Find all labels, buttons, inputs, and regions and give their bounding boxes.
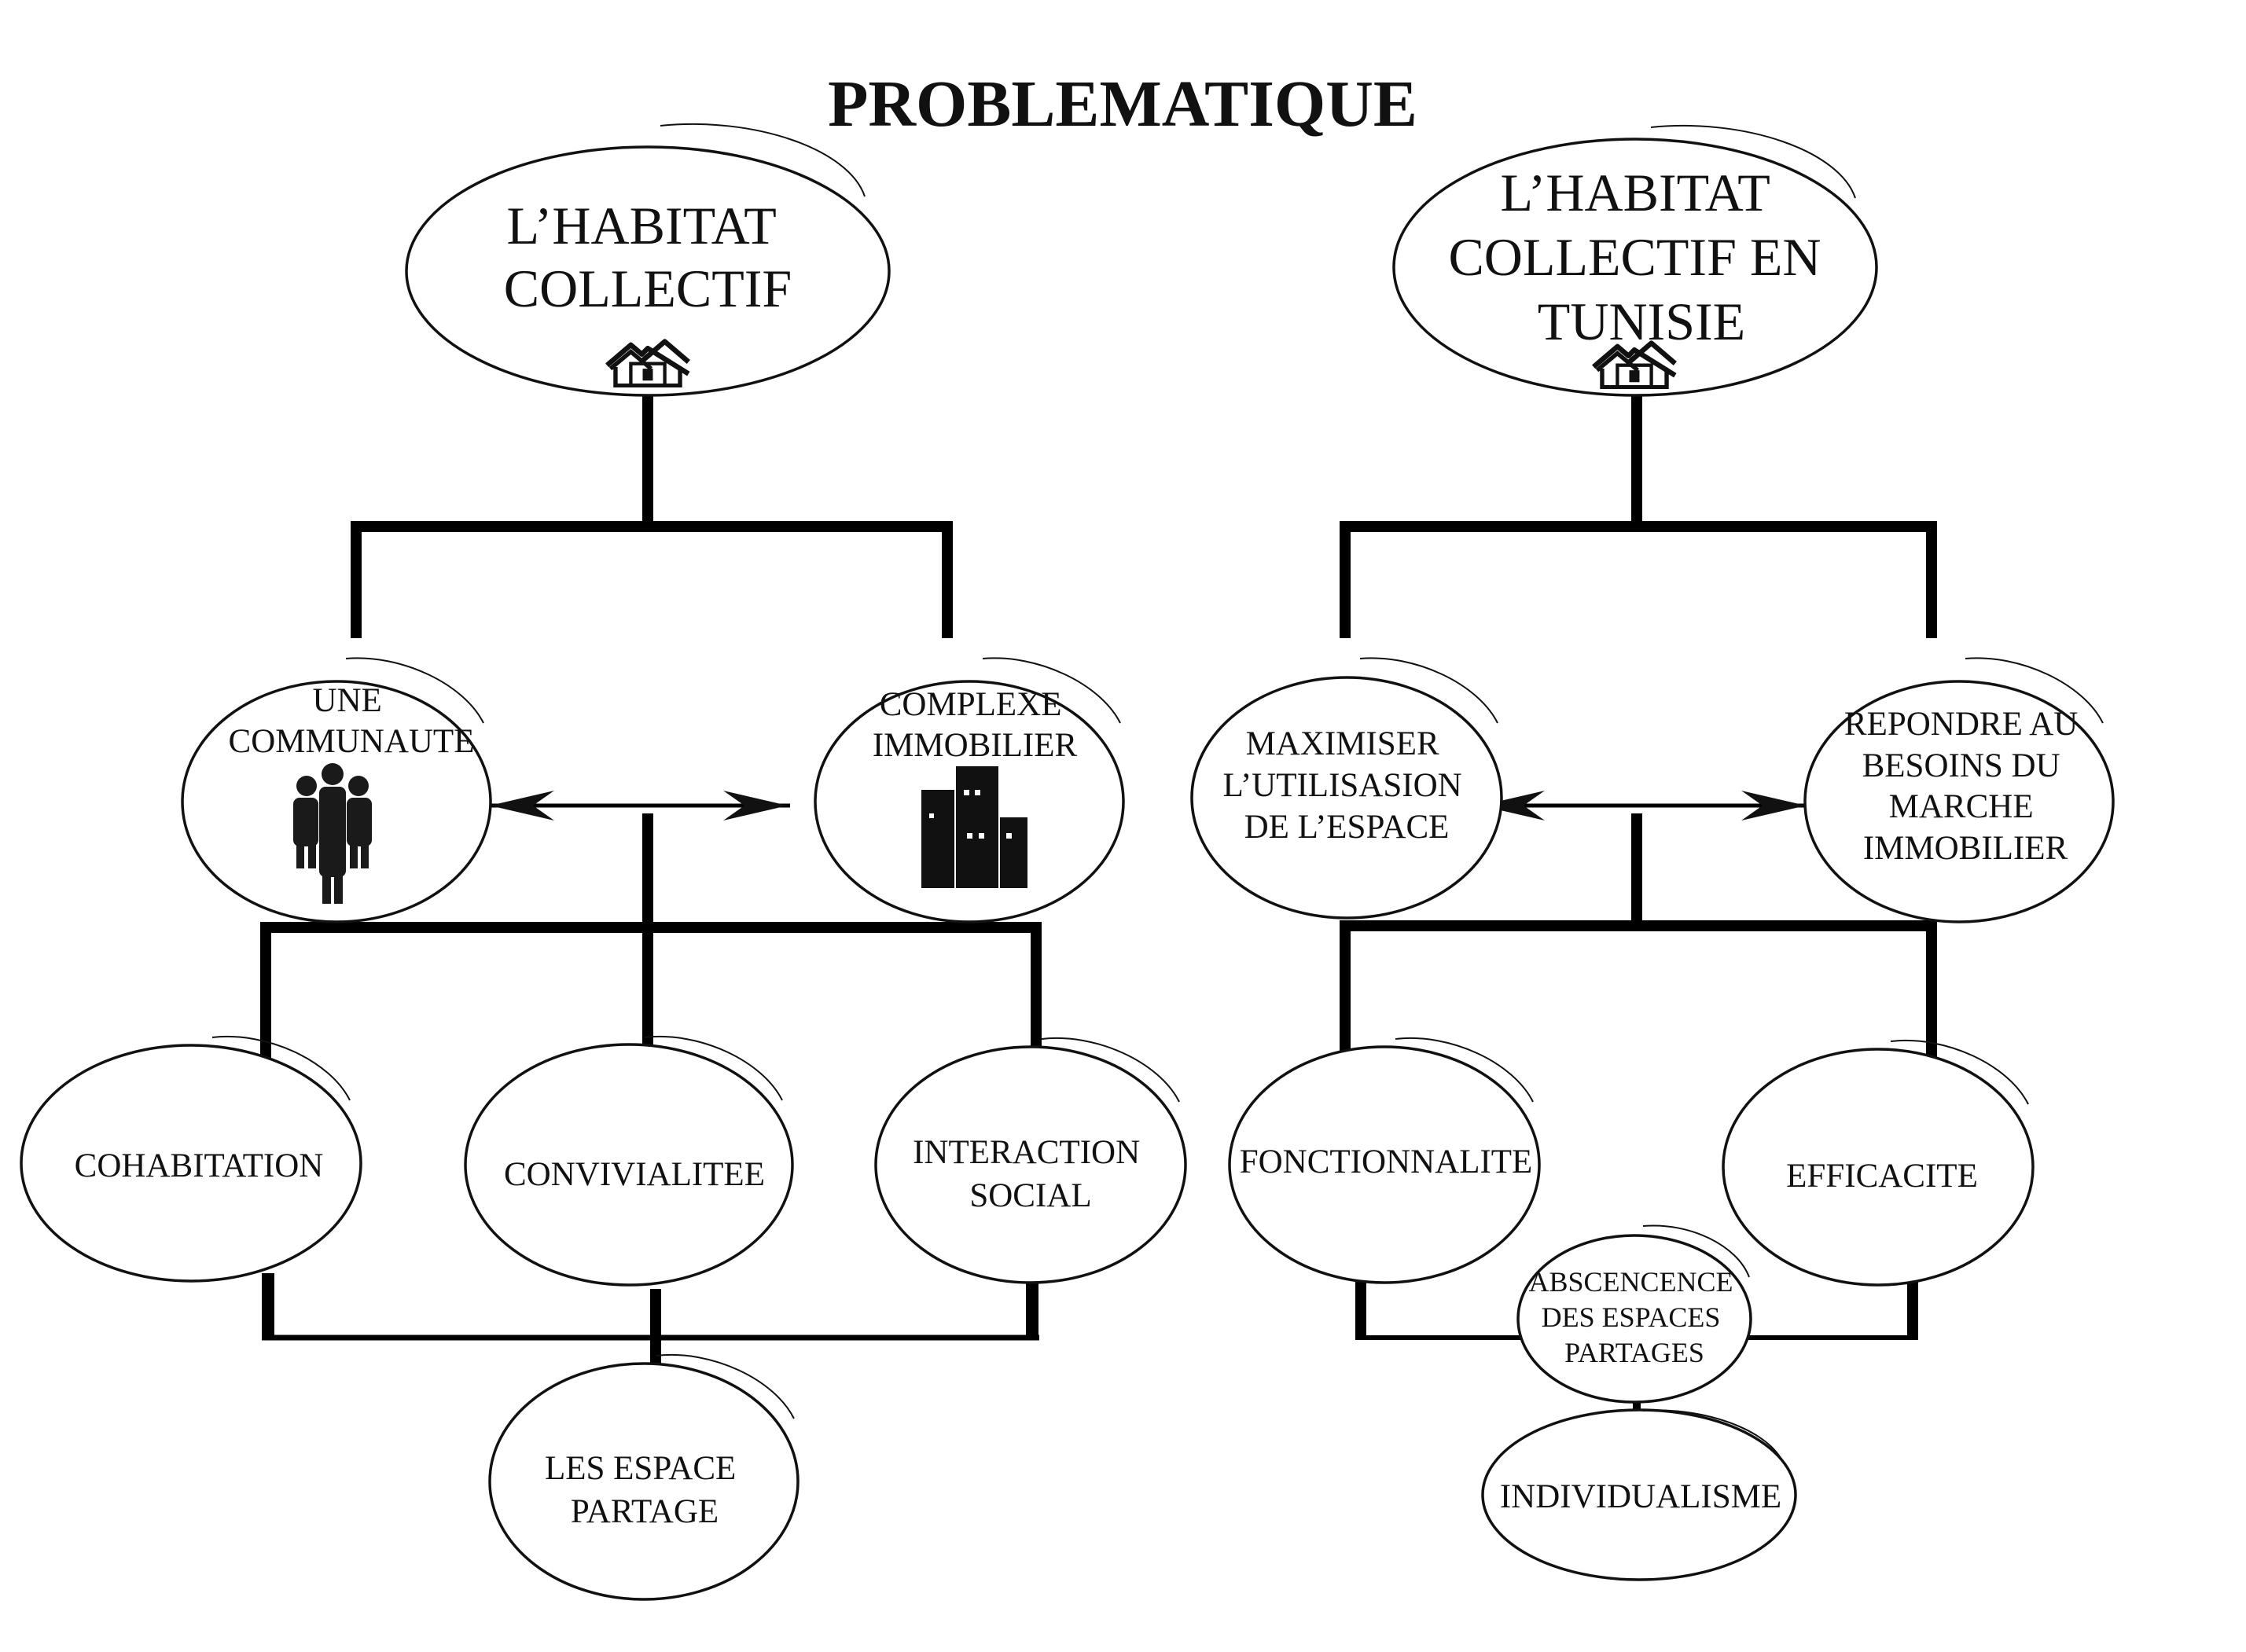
right-node-maximiser-label: MAXIMISER L’UTILISASION DE L’ESPACE [1223,725,1471,846]
left-node-interaction: INTERACTION SOCIAL [874,1037,1187,1284]
right-node-repondre: REPONDRE AU BESOINS DU MARCHE IMMOBILIER [1803,657,2115,923]
left-node-communaute: UNE COMMUNAUTE [181,657,492,923]
left-root-label: L’HABITAT COLLECTIF [504,196,792,318]
left-root-node: L’HABITAT COLLECTIF [405,123,891,397]
right-node-abscence-label: ABSCENCENCE DES ESPACES PARTAGES [1528,1266,1740,1368]
left-node-espace-partage: LES ESPACE PARTAGE [488,1354,800,1601]
right-node-fonctionnalite-label: FONCTIONNALITE [1240,1144,1533,1180]
right-node-efficacite-label: EFFICACITE [1786,1158,1978,1195]
left-connectors [260,393,1042,1371]
left-node-complexe: COMPLEXE IMMOBILIER [814,657,1125,923]
left-node-espace-partage-label: LES ESPACE PARTAGE [545,1450,744,1530]
buildings-icon [921,766,1027,888]
right-node-individualisme-label: INDIVIDUALISME [1500,1478,1781,1515]
right-node-efficacite: EFFICACITE [1722,1040,2035,1287]
left-node-cohabitation-label: COHABITATION [75,1147,324,1184]
diagram-title: PROBLEMATIQUE [828,68,1417,141]
left-node-communaute-label: UNE COMMUNAUTE [229,682,475,760]
left-node-interaction-label: INTERACTION SOCIAL [913,1134,1149,1214]
right-root-node: L’HABITAT COLLECTIF EN TUNISIE [1392,124,1878,397]
right-node-repondre-label: REPONDRE AU BESOINS DU MARCHE IMMOBILIER [1844,706,2086,867]
people-group-icon [293,763,372,904]
left-node-convivialitee-label: CONVIVIALITEE [504,1156,765,1193]
right-connectors [1340,393,1937,1430]
left-node-convivialitee: CONVIVIALITEE [464,1036,794,1287]
right-node-abscence: ABSCENCENCE DES ESPACES PARTAGES [1516,1224,1752,1404]
right-node-fonctionnalite: FONCTIONNALITE [1228,1037,1541,1284]
right-node-individualisme: INDIVIDUALISME [1481,1408,1797,1581]
left-node-cohabitation: COHABITATION [20,1036,362,1283]
right-root-label: L’HABITAT COLLECTIF EN TUNISIE [1448,163,1834,351]
left-node-complexe-label: COMPLEXE IMMOBILIER [873,686,1078,764]
right-node-maximiser: MAXIMISER L’UTILISASION DE L’ESPACE [1190,657,1503,920]
